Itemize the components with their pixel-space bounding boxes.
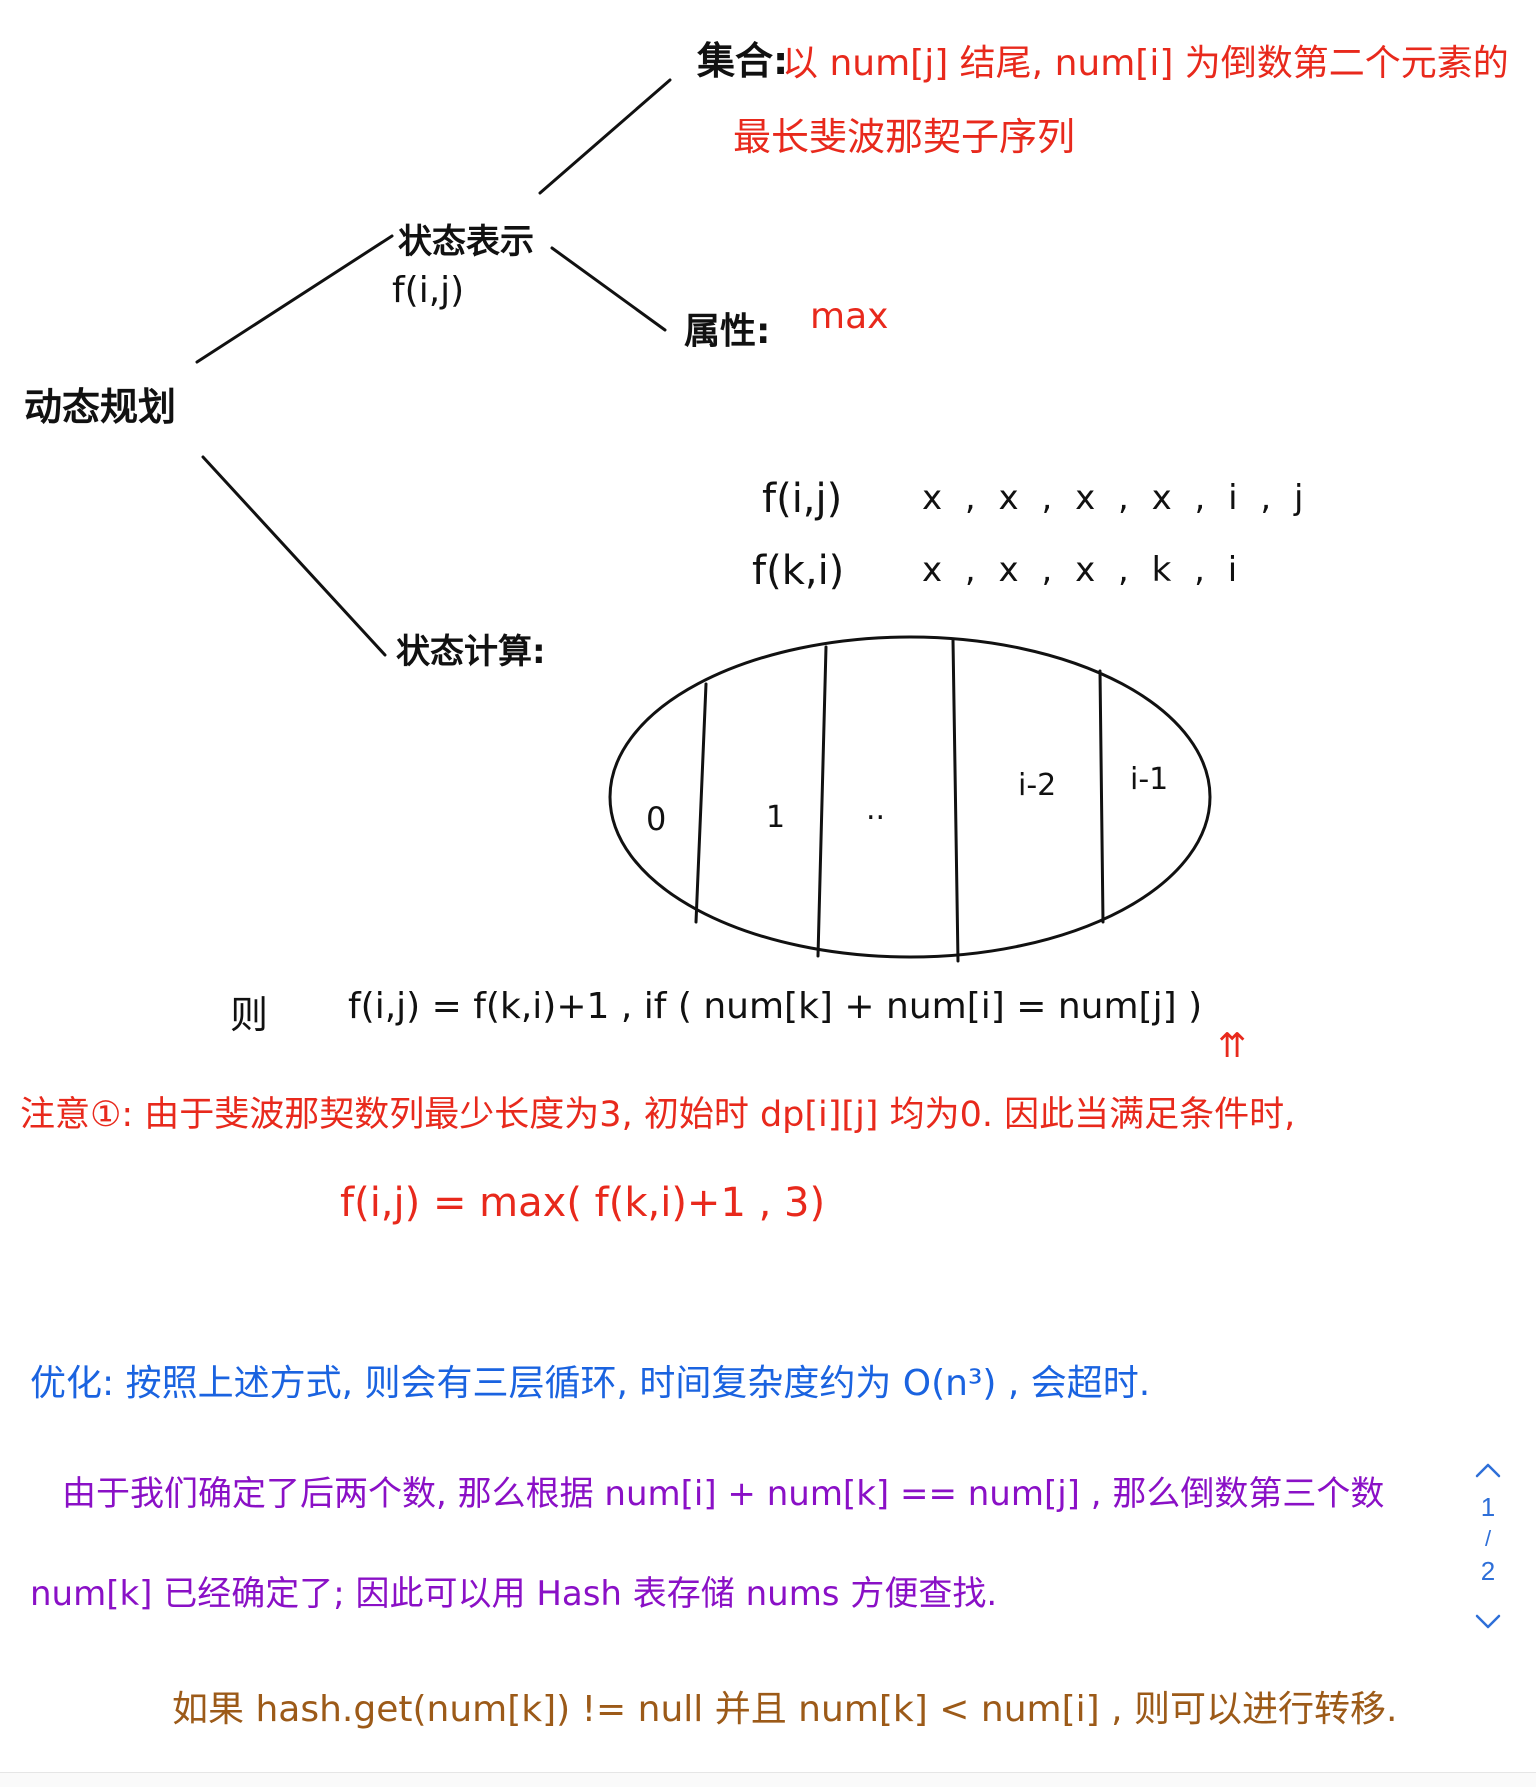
partition-divider-2 — [816, 645, 828, 958]
branch-root-to-state-rep — [195, 234, 394, 364]
bottom-bar — [0, 1772, 1536, 1787]
set-desc-1: 以 num[j] 结尾, num[i] 为倒数第二个元素的 — [782, 43, 1509, 84]
purple-note-1: 由于我们确定了后两个数, 那么根据 num[i] + num[k] == num… — [62, 1474, 1385, 1514]
attr-value: max — [810, 296, 889, 337]
partition-label-4: i-1 — [1130, 762, 1169, 797]
partition-label-0: 0 — [646, 800, 667, 838]
seq-row2-items: x , x , x , k , i — [922, 550, 1244, 590]
transition-formula: f(i,j) = f(k,i)+1 , if ( num[k] + num[i]… — [348, 986, 1203, 1027]
root-label: 动态规划 — [24, 385, 177, 429]
chevron-up-icon — [1475, 1463, 1501, 1478]
state-rep-fn: f(i,j) — [392, 270, 465, 311]
optimize-note: 优化: 按照上述方式, 则会有三层循环, 时间复杂度约为 O(n³) , 会超时… — [30, 1363, 1151, 1404]
branch-root-to-state-calc — [201, 455, 387, 657]
branch-state-rep-to-attr — [550, 246, 667, 332]
partition-label-2: .. — [866, 792, 886, 827]
page-separator: / — [1484, 1526, 1492, 1551]
attr-label: 属性: — [684, 311, 771, 352]
then-label: 则 — [230, 993, 269, 1037]
note-1-formula: f(i,j) = max( f(k,i)+1 , 3) — [340, 1180, 826, 1226]
seq-row1-fn: f(i,j) — [762, 476, 843, 522]
purple-note-2: num[k] 已经确定了; 因此可以用 Hash 表存储 nums 方便查找. — [30, 1574, 998, 1614]
partition-label-1: 1 — [766, 800, 786, 835]
set-desc-2: 最长斐波那契子序列 — [733, 115, 1076, 159]
page-up-button[interactable] — [1468, 1450, 1508, 1490]
note-1: 注意①: 由于斐波那契数列最少长度为3, 初始时 dp[i][j] 均为0. 因… — [20, 1095, 1296, 1135]
caret-mark: ⇈ — [1218, 1026, 1247, 1066]
branch-state-rep-to-set — [538, 78, 672, 195]
partition-divider-4 — [1098, 669, 1105, 924]
partition-divider-3 — [951, 638, 960, 963]
total-pages: 2 — [1480, 1556, 1496, 1586]
set-label: 集合: — [697, 39, 789, 83]
partition-divider-1 — [694, 682, 708, 924]
brown-note-1: 如果 hash.get(num[k]) != null 并且 num[k] < … — [172, 1689, 1398, 1730]
seq-row2-fn: f(k,i) — [752, 548, 845, 594]
seq-row1-items: x , x , x , x , i , j — [922, 478, 1310, 518]
current-page: 1 — [1480, 1492, 1496, 1522]
page-down-button[interactable] — [1468, 1602, 1508, 1642]
state-rep-label: 状态表示 — [398, 222, 534, 262]
partition-ellipse — [608, 635, 1212, 959]
page-navigator: 1 / 2 — [1462, 1450, 1514, 1710]
state-calc-label: 状态计算: — [396, 632, 546, 672]
chevron-down-icon — [1475, 1614, 1501, 1629]
partition-label-3: i-2 — [1018, 768, 1057, 803]
